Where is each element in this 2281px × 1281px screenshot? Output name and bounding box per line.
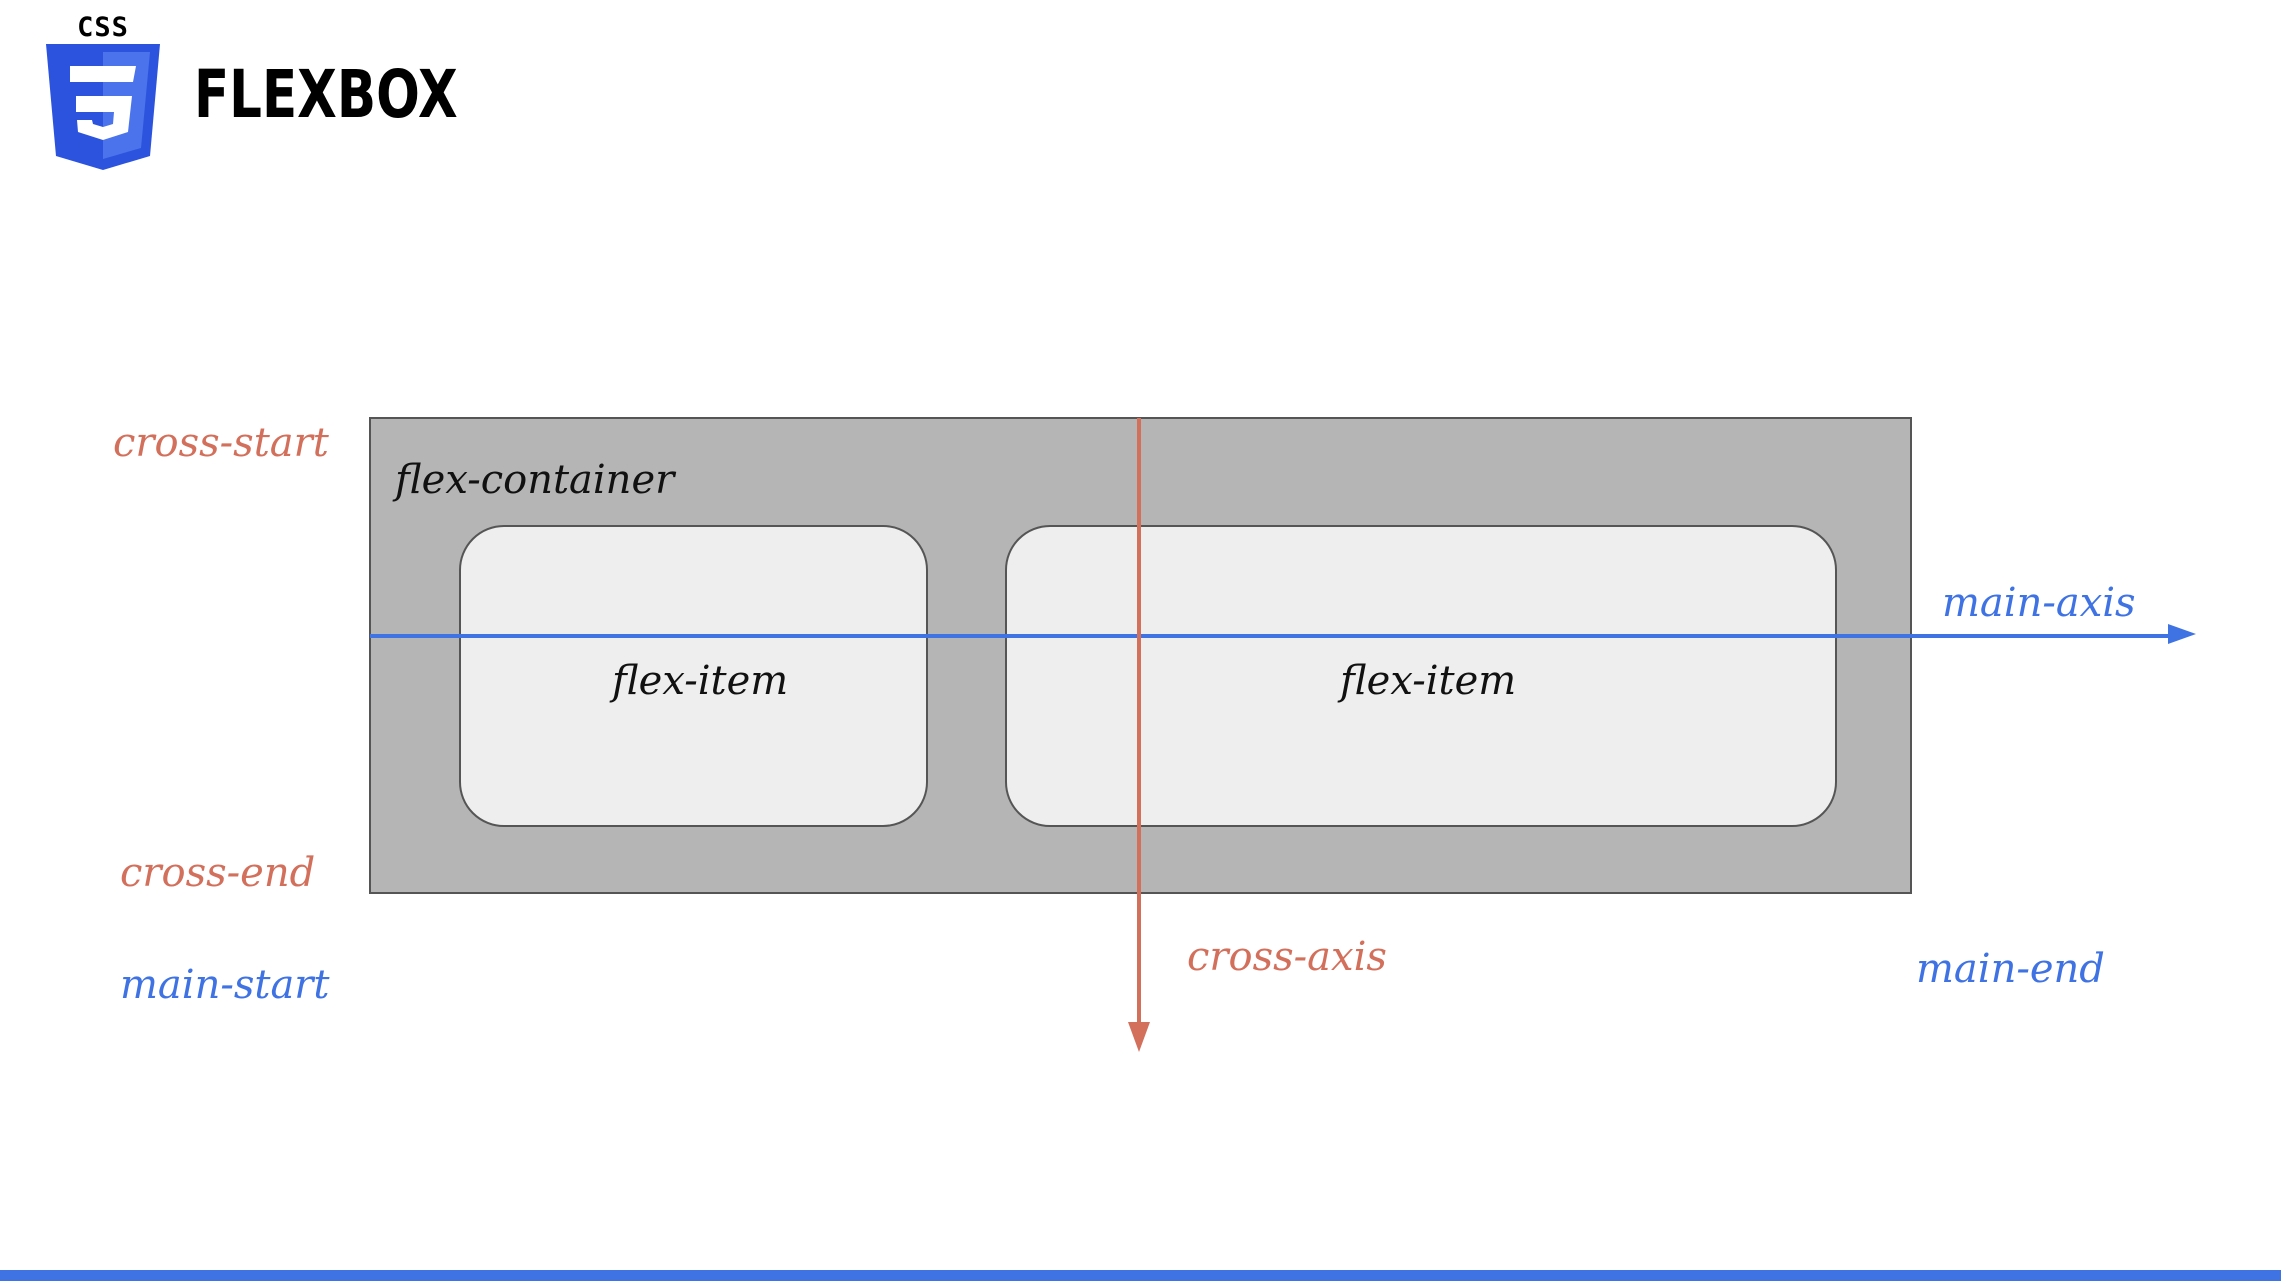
flex-container-label: flex-container [395, 457, 675, 503]
main-start-label: main-start [120, 962, 330, 1008]
cross-axis-arrowhead-icon [1128, 1022, 1150, 1052]
flex-item-label-1: flex-item [612, 658, 789, 704]
cross-axis-label: cross-axis [1187, 934, 1387, 980]
main-end-label: main-end [1916, 946, 2105, 992]
cross-end-label: cross-end [120, 850, 316, 896]
bottom-accent-bar [0, 1270, 2281, 1281]
flex-item-label-2: flex-item [1340, 658, 1517, 704]
css3-shield-icon [46, 44, 160, 170]
cross-start-label: cross-start [113, 420, 329, 466]
main-axis-label: main-axis [1942, 580, 2136, 626]
css3-logo: CSS [46, 14, 160, 170]
flex-item-box-1 [459, 525, 928, 827]
page-title: FLEXBOX [194, 56, 458, 133]
flex-item-box-2 [1005, 525, 1837, 827]
main-axis-arrowhead-icon [2168, 624, 2196, 644]
logo-css-text: CSS [77, 12, 129, 43]
